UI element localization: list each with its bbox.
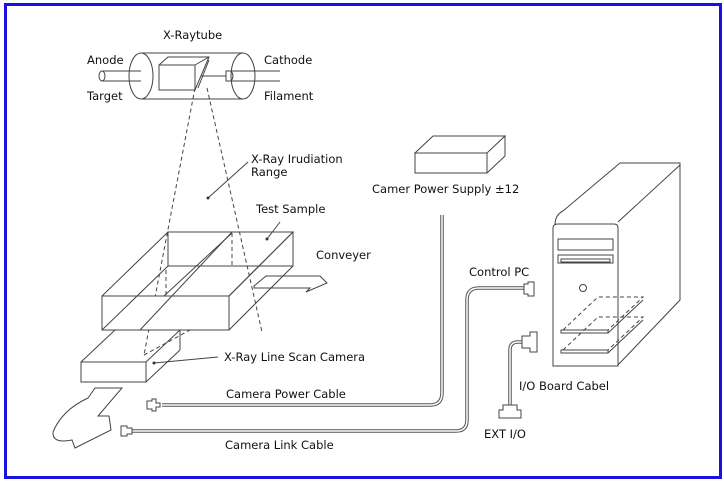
label-ext-io: EXT I/O	[484, 427, 526, 441]
label-filament: Filament	[264, 89, 314, 103]
line-scan-camera	[80, 329, 219, 383]
label-target: Target	[86, 89, 123, 103]
label-line-scan-camera: X-Ray Line Scan Camera	[224, 350, 365, 364]
conveyer-arrow	[253, 275, 328, 293]
label-cathode: Cathode	[264, 53, 312, 67]
label-camera-link-cable: Camera Link Cable	[225, 438, 334, 452]
xray-tube	[98, 52, 280, 100]
control-pc-tower	[552, 162, 681, 367]
label-test-sample: Test Sample	[255, 202, 325, 216]
label-conveyer: Conveyer	[316, 248, 371, 262]
label-xraytube: X-Raytube	[163, 28, 222, 42]
label-irradiation-range-2: Range	[251, 165, 287, 179]
test-sample	[101, 221, 295, 331]
io-board-cable	[498, 331, 538, 419]
camera-power-supply	[413, 135, 507, 174]
label-io-board-cable: I/O Board Cabel	[519, 379, 609, 393]
camera-power-cable	[146, 215, 444, 412]
label-camera-power-supply: Camer Power Supply ±12	[372, 182, 519, 196]
label-control-pc: Control PC	[469, 265, 529, 279]
label-anode: Anode	[87, 53, 124, 67]
label-camera-power-cable: Camera Power Cable	[226, 387, 346, 401]
output-arrow	[52, 387, 124, 449]
label-irradiation-range-1: X-Ray Irudiation	[251, 152, 343, 166]
camera-link-cable	[120, 281, 535, 437]
